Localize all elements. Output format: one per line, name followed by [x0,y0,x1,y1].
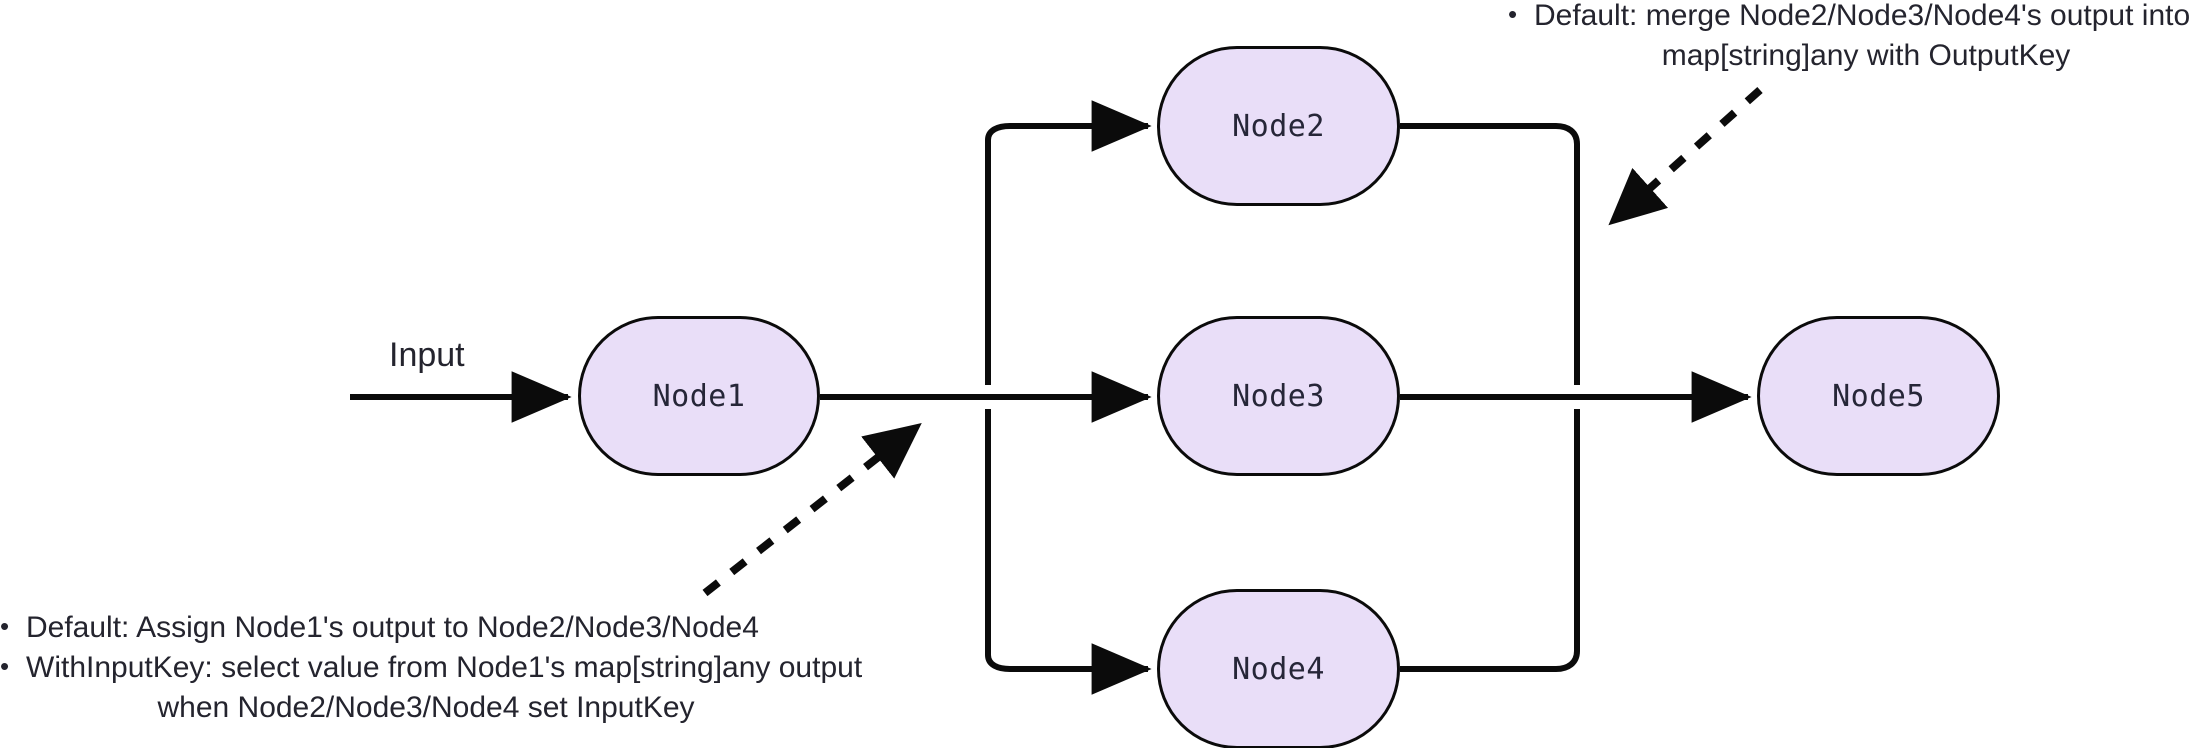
edge-label-input: Input [389,336,465,374]
annotation-top-right: • Default: merge Node2/Node3/Node4's out… [1508,0,2198,76]
edge-node2-to-merge [1400,123,1580,385]
annotation-pointer-bottom-left [702,422,922,597]
node-node4[interactable]: Node4 [1157,589,1400,748]
annotation-bottom-left-line-2: • WithInputKey: select value from Node1'… [0,648,900,688]
edge-split-to-node2 [985,100,1152,385]
node-node5[interactable]: Node5 [1757,316,2000,476]
bullet-icon: • [0,650,10,681]
annotation-bottom-left-text-1: Default: Assign Node1's output to Node2/… [26,611,759,644]
annotation-bottom-left: • Default: Assign Node1's output to Node… [0,608,900,728]
annotation-bottom-left-text-3: when Node2/Node3/Node4 set InputKey [157,690,695,724]
annotation-bottom-left-text-2: WithInputKey: select value from Node1's … [26,650,863,684]
node-node3[interactable]: Node3 [1157,316,1400,476]
annotation-pointer-top-right [1608,87,1763,226]
bullet-icon: • [0,611,10,641]
annotation-top-right-text-2: map[string]any with OutputKey [1661,38,2071,72]
edge-node4-to-merge [1400,409,1580,672]
annotation-top-right-text-1: Default: merge Node2/Node3/Node4's outpu… [1534,0,2191,32]
node-node2[interactable]: Node2 [1157,46,1400,206]
edge-split-to-node4 [985,409,1152,695]
bullet-icon: • [1508,0,1518,29]
annotation-bottom-left-line-1: • Default: Assign Node1's output to Node… [0,608,900,648]
annotation-top-right-line-1: • Default: merge Node2/Node3/Node4's out… [1508,0,2198,36]
node-node1[interactable]: Node1 [578,316,820,476]
